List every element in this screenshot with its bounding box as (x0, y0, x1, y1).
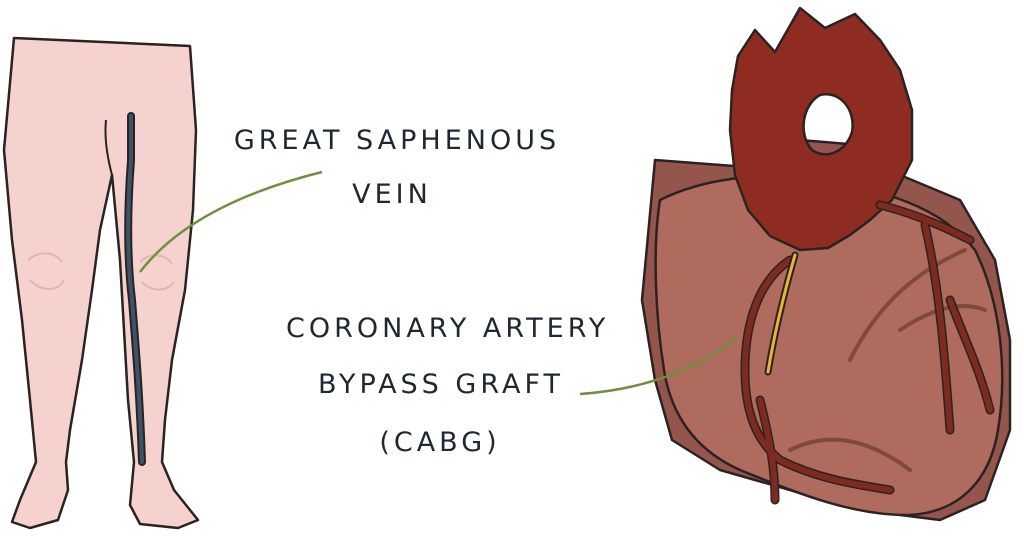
groin-line (104, 119, 113, 176)
aorta (728, 6, 914, 252)
saphenous-label-line2: VEIN (352, 179, 432, 210)
knee-shading (27, 252, 175, 291)
cabg-leader-line (579, 335, 739, 396)
cabg-label-line2: BYPASS GRAFT (317, 369, 565, 400)
right-coronary-artery-fill (741, 257, 893, 503)
saphenous-leader-line (139, 170, 323, 273)
legs-illustration (2, 36, 200, 530)
heart-illustration (640, 6, 1012, 522)
cabg-label-line1: CORONARY ARTERY (286, 313, 610, 344)
saphenous-label-line1: GREAT SAPHENOUS (233, 125, 561, 156)
heart-surface-vessels (788, 248, 987, 472)
legs-body (2, 36, 200, 530)
left-coronary-artery-fill (877, 202, 993, 433)
great-saphenous-vein-fill (126, 114, 144, 464)
bypass-graft-highlight (766, 253, 797, 374)
cabg-label-line3: (CABG) (379, 427, 501, 458)
